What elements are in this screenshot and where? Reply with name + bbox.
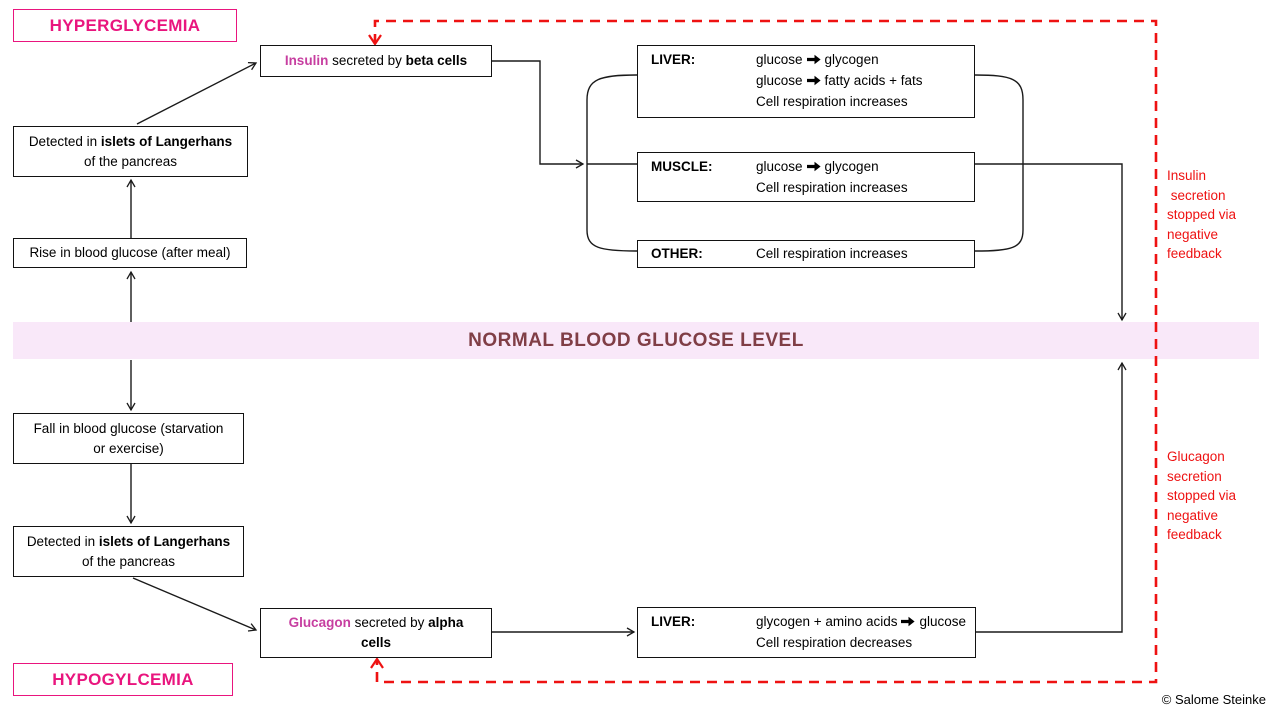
organ-effect-line: Cell respiration increases <box>756 180 908 195</box>
organ-label-muscle: MUSCLE: <box>651 159 713 174</box>
insulin-feedback-note: Insulin secretion stopped via negative feed… <box>1167 166 1267 264</box>
glucagon-feedback-note: Glucagon secretion stopped via negative feed… <box>1167 447 1267 545</box>
feedback-note-line: stopped via <box>1167 207 1237 222</box>
organ-effect-line: Cell respiration increases <box>756 246 908 261</box>
fall-blood-glucose-box: Fall in blood glucose (starvation or exe… <box>13 413 244 464</box>
detected-bottom-pre: Detected in <box>26 533 96 549</box>
feedback-note-line: secretion <box>1167 468 1222 484</box>
glucagon-secretion-box: Glucagon secreted by alpha cells <box>260 608 492 658</box>
organ-effect-line: Cell respiration increases <box>756 94 908 109</box>
detected-bottom-line2: of the pancreas <box>81 553 176 569</box>
feedback-arrowhead-insulin <box>368 34 382 46</box>
feedback-note-line: Glucagon <box>1167 449 1225 464</box>
hypoglycemia-label-box: HYPOGYLCEMIA <box>13 663 233 696</box>
organ-effect-line: Cell respiration decreases <box>756 635 913 650</box>
organ-label-other: OTHER: <box>651 246 703 261</box>
right-arrow-icon <box>806 161 821 172</box>
feedback-arrowhead-glucagon <box>370 657 384 669</box>
organ-label-liver-bottom: LIVER: <box>651 614 696 629</box>
detected-top-pre: Detected in <box>28 133 98 149</box>
detected-top-line1: Detected in islets of Langerhans <box>29 132 232 152</box>
glucagon-mid-text: secreted by <box>354 615 425 630</box>
hypoglycemia-label: HYPOGYLCEMIA <box>52 669 194 689</box>
detected-bottom-line1: Detected in islets of Langerhans <box>27 532 230 552</box>
rise-blood-glucose-box: Rise in blood glucose (after meal) <box>13 238 247 268</box>
feedback-note-line: feedback <box>1167 246 1222 261</box>
insulin-mid-text: secreted by <box>332 53 402 68</box>
fall-line1: Fall in blood glucose (starvation <box>33 420 224 436</box>
glucagon-secretion-text: Glucagon secreted by alpha cells <box>282 613 470 653</box>
right-arrow-icon <box>806 54 821 65</box>
banner-title: NORMAL BLOOD GLUCOSE LEVEL <box>468 329 804 351</box>
feedback-note-line: stopped via <box>1167 488 1237 503</box>
normal-level-banner: NORMAL BLOOD GLUCOSE LEVEL <box>13 322 1259 359</box>
feedback-note-line: Insulin <box>1167 168 1207 183</box>
right-arrow-icon <box>806 75 821 86</box>
hyperglycemia-label-box: HYPERGLYCEMIA <box>13 9 237 42</box>
detected-islets-top-box: Detected in islets of Langerhans of the … <box>13 126 248 177</box>
detected-top-strong: islets of Langerhans <box>100 133 233 149</box>
feedback-note-line: feedback <box>1167 527 1222 542</box>
credit-text: © Salome Steinke <box>1161 692 1266 707</box>
organ-effects-other: Cell respiration increases <box>756 243 974 264</box>
feedback-note-line: negative <box>1167 507 1219 523</box>
right-arrow-icon <box>901 616 916 627</box>
insulin-secretion-box: Insulin secreted by beta cells <box>260 45 492 77</box>
glucagon-hormone-word: Glucagon <box>288 615 351 630</box>
hyperglycemia-label: HYPERGLYCEMIA <box>49 15 201 35</box>
detected-top-line2: of the pancreas <box>83 153 178 169</box>
rise-blood-glucose-text: Rise in blood glucose (after meal) <box>29 245 231 260</box>
feedback-note-line: negative <box>1167 226 1219 242</box>
insulin-secretion-text: Insulin secreted by beta cells <box>285 51 467 71</box>
organ-label-liver-top: LIVER: <box>651 52 696 67</box>
organ-box-other: OTHER: Cell respiration increases <box>637 240 975 268</box>
detected-islets-bottom-box: Detected in islets of Langerhans of the … <box>13 526 244 577</box>
fall-line2: or exercise) <box>93 440 164 456</box>
beta-cells-text: beta cells <box>405 53 468 68</box>
detected-bottom-strong: islets of Langerhans <box>98 533 231 549</box>
feedback-note-line: secretion <box>1167 187 1226 203</box>
insulin-hormone-word: Insulin <box>284 53 329 68</box>
